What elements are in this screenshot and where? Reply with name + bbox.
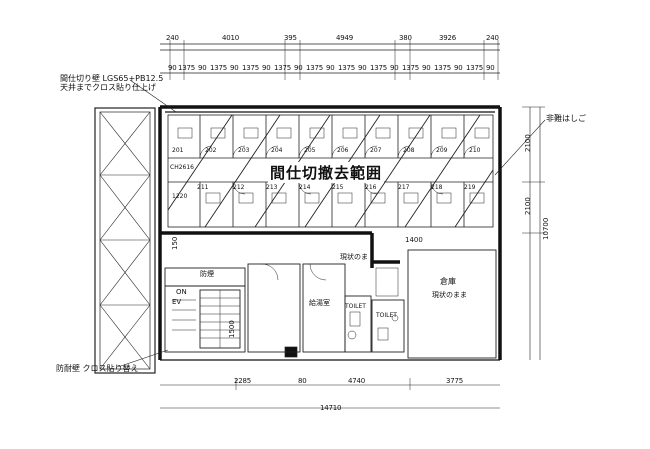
dim-top-5: 380 — [399, 34, 412, 42]
stair-label: 防煙 — [200, 270, 214, 278]
room-203: 203 — [238, 147, 250, 154]
room-210: 210 — [469, 147, 481, 154]
room-214: 214 — [299, 184, 311, 191]
dim-sub-20: 1375 — [466, 64, 484, 72]
dim-sub-8: 1375 — [274, 64, 292, 72]
dim-top-3: 395 — [284, 34, 297, 42]
toilet-label-1: TOILET — [345, 303, 366, 310]
dim-top-4: 4949 — [336, 34, 354, 42]
dim-sub-6: 1375 — [242, 64, 260, 72]
dim-sub-12: 1375 — [338, 64, 356, 72]
dim-sub-16: 1375 — [402, 64, 420, 72]
room-217: 217 — [398, 184, 410, 191]
room-204: 204 — [271, 147, 283, 154]
room-207: 207 — [370, 147, 382, 154]
room-205: 205 — [304, 147, 316, 154]
dim-150: 150 — [171, 236, 179, 250]
ceiling-height-value: 1220 — [172, 193, 188, 200]
kitchenette-label: 給湯室 — [309, 299, 330, 307]
evac-ladder-label: 非難はしご — [546, 114, 586, 123]
ev-label: EV — [172, 298, 182, 306]
genjo-small-label: 現状のま — [340, 253, 368, 261]
fire-wall-note: 防耐壁 クロス貼り替え — [56, 364, 139, 373]
on-label: ON — [176, 288, 187, 296]
dim-top-2: 4010 — [222, 34, 240, 42]
room-201: 201 — [172, 147, 184, 154]
room-218: 218 — [431, 184, 443, 191]
wall-note-line2: 天井までクロス貼り仕上げ — [60, 83, 156, 92]
dim-right-1: 2100 — [524, 134, 532, 152]
dim-sub-17: 90 — [422, 64, 431, 72]
dim-right-2: 2100 — [524, 197, 532, 215]
dim-1400: 1400 — [405, 236, 423, 244]
room-213: 213 — [266, 184, 278, 191]
dim-sub-18: 1375 — [434, 64, 452, 72]
dim-sub-19: 90 — [454, 64, 463, 72]
dim-sub-7: 90 — [262, 64, 271, 72]
dim-sub-1: 90 — [168, 64, 177, 72]
dim-bottom-total: 14710 — [320, 404, 342, 412]
toilet-label-2: TOILET — [376, 312, 397, 319]
elevator-shaft — [94, 107, 156, 374]
dim-sub-15: 90 — [390, 64, 399, 72]
dim-sub-13: 90 — [358, 64, 367, 72]
room-206: 206 — [337, 147, 349, 154]
room-208: 208 — [403, 147, 415, 154]
dim-sub-4: 1375 — [210, 64, 228, 72]
wall-note: 間仕切り壁 LGS65+PB12.5 天井までクロス貼り仕上げ — [60, 74, 163, 92]
dim-bottom-1: 2285 — [234, 377, 252, 385]
dim-sub-21: 90 — [486, 64, 495, 72]
dim-bottom-4: 3775 — [446, 377, 464, 385]
room-202: 202 — [205, 147, 217, 154]
room-215: 215 — [332, 184, 344, 191]
room-211: 211 — [197, 184, 209, 191]
ceiling-height-label: CH2616 — [170, 164, 194, 171]
room-212: 212 — [233, 184, 245, 191]
dim-sub-5: 90 — [230, 64, 239, 72]
dim-top-7: 240 — [486, 34, 499, 42]
dim-right-total: 10700 — [542, 217, 550, 240]
dim-bottom-3: 4740 — [348, 377, 366, 385]
removal-range-label: 間仕切撤去範囲 — [268, 162, 385, 183]
dim-sub-10: 1375 — [306, 64, 324, 72]
dim-1500: 1500 — [228, 320, 236, 338]
room-209: 209 — [436, 147, 448, 154]
dim-sub-9: 90 — [294, 64, 303, 72]
wall-note-line1: 間仕切り壁 LGS65+PB12.5 — [60, 74, 164, 83]
storage-title: 倉庫 — [440, 277, 456, 286]
dim-bottom-2: 80 — [298, 377, 307, 385]
dim-sub-11: 90 — [326, 64, 335, 72]
room-219: 219 — [464, 184, 476, 191]
dim-top-1: 240 — [166, 34, 179, 42]
dim-top-6: 3926 — [439, 34, 457, 42]
room-216: 216 — [365, 184, 377, 191]
dim-sub-2: 1375 — [178, 64, 196, 72]
dim-sub-3: 90 — [198, 64, 207, 72]
dim-sub-14: 1375 — [370, 64, 388, 72]
storage-subtitle: 現状のまま — [432, 291, 467, 299]
